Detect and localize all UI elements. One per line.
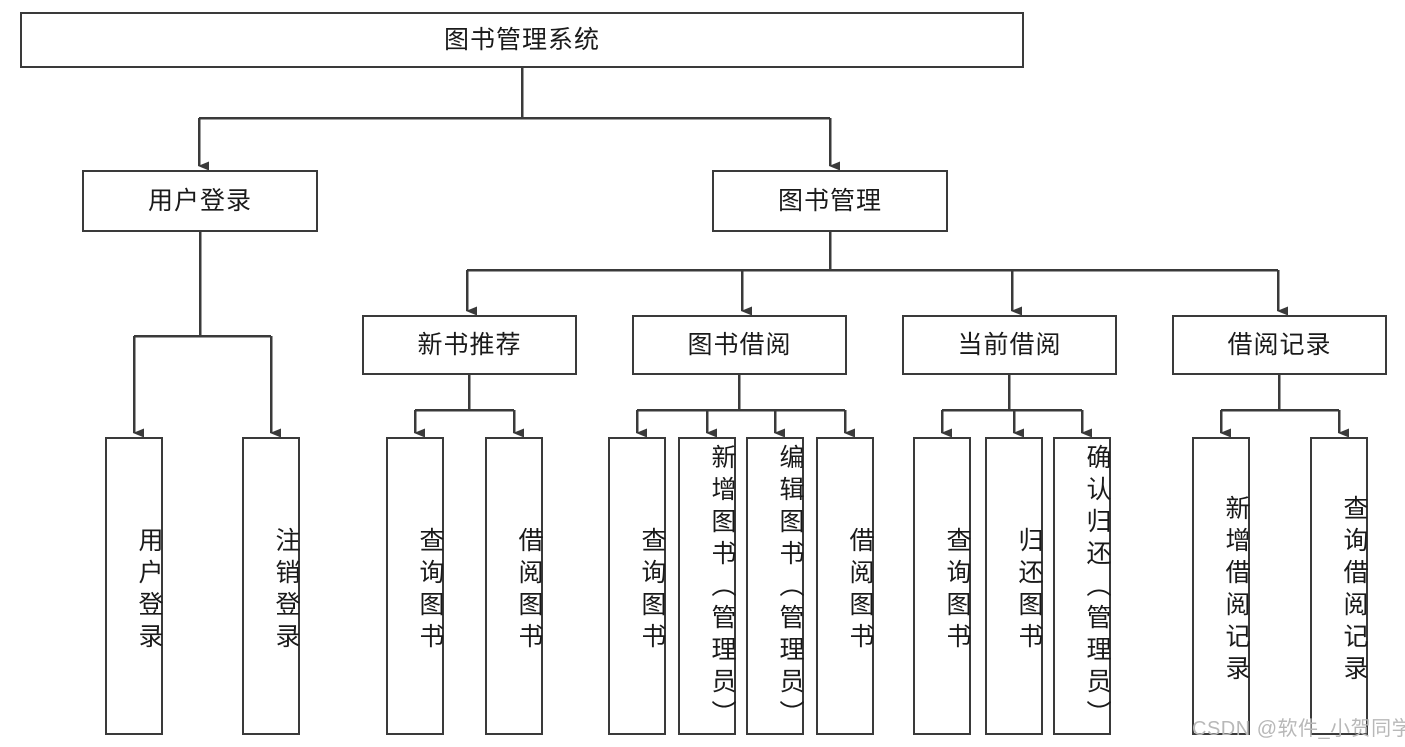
node-label: 确认归还（管理员） (1083, 444, 1111, 732)
node-label: 借阅图书 (846, 527, 874, 655)
node-new-book-recommend[interactable]: 新书推荐 (362, 315, 577, 375)
node-leaf-borrow-book[interactable]: 借阅图书 (816, 437, 874, 735)
node-leaf-return-book[interactable]: 归还图书 (985, 437, 1043, 735)
node-label: 用户登录 (147, 187, 252, 215)
node-user-login[interactable]: 用户登录 (82, 170, 318, 232)
node-label: 注销登录 (272, 527, 300, 655)
node-leaf-query-record[interactable]: 查询借阅记录 (1310, 437, 1368, 735)
node-label: 图书借阅 (687, 331, 792, 359)
node-book-borrow[interactable]: 图书借阅 (632, 315, 847, 375)
node-label: 借阅记录 (1227, 331, 1332, 359)
node-label: 新增借阅记录 (1222, 495, 1250, 687)
node-label: 借阅图书 (515, 527, 543, 655)
node-label: 归还图书 (1015, 527, 1043, 655)
node-leaf-query-book-borrow[interactable]: 查询图书 (608, 437, 666, 735)
node-book-management-system[interactable]: 图书管理系统 (20, 12, 1024, 68)
node-label: 当前借阅 (957, 331, 1062, 359)
node-leaf-query-book-current[interactable]: 查询图书 (913, 437, 971, 735)
node-leaf-query-book-recommend[interactable]: 查询图书 (386, 437, 444, 735)
csdn-watermark: CSDN @软件_小贺同学 (1192, 718, 1405, 740)
node-label: 查询图书 (416, 527, 444, 655)
node-current-borrow[interactable]: 当前借阅 (902, 315, 1117, 375)
node-leaf-add-record[interactable]: 新增借阅记录 (1192, 437, 1250, 735)
node-label: 图书管理 (777, 187, 882, 215)
node-label: 用户登录 (135, 527, 163, 655)
node-leaf-borrow-book-recommend[interactable]: 借阅图书 (485, 437, 543, 735)
node-label: 新书推荐 (417, 331, 522, 359)
node-leaf-logout[interactable]: 注销登录 (242, 437, 300, 735)
node-label: 图书管理系统 (443, 26, 600, 54)
node-label: 新增图书（管理员） (708, 444, 736, 732)
node-borrow-record[interactable]: 借阅记录 (1172, 315, 1387, 375)
node-label: 编辑图书（管理员） (776, 444, 804, 732)
node-leaf-user-login[interactable]: 用户登录 (105, 437, 163, 735)
node-leaf-edit-book[interactable]: 编辑图书（管理员） (746, 437, 804, 735)
node-label: 查询图书 (638, 527, 666, 655)
node-book-management[interactable]: 图书管理 (712, 170, 948, 232)
node-label: 查询借阅记录 (1340, 495, 1368, 687)
node-leaf-confirm-return[interactable]: 确认归还（管理员） (1053, 437, 1111, 735)
node-leaf-add-book[interactable]: 新增图书（管理员） (678, 437, 736, 735)
node-label: 查询图书 (943, 527, 971, 655)
